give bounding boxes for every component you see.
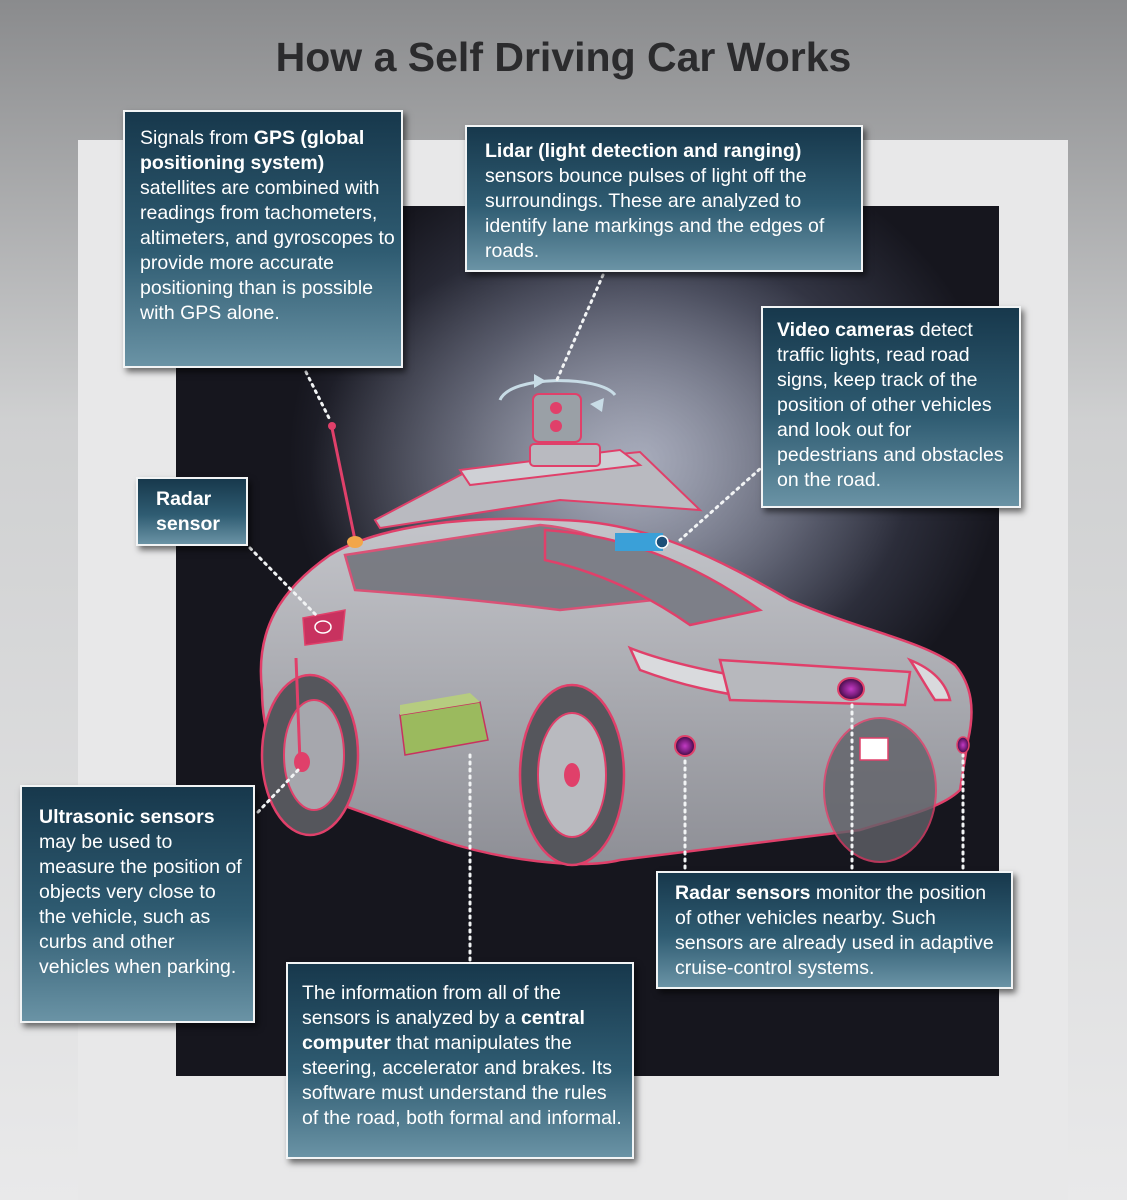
ultrasonic-sensor — [294, 657, 310, 772]
rear-wheel — [260, 673, 360, 837]
gps-text-bold: GPS (global positioning system) — [140, 127, 365, 174]
front-wheel — [518, 683, 626, 867]
front-radar-sensors — [674, 677, 970, 757]
computer-text-pre: The information from all of the sensors … — [302, 982, 562, 1029]
radar-sensor-line1: Radar — [156, 488, 212, 510]
computer-text-post: that manipulates the steering, accelerat… — [302, 1032, 622, 1129]
gps-text-post: satellites are combined with readings fr… — [140, 177, 395, 324]
roof-rack — [373, 443, 703, 530]
gps-antenna — [328, 422, 363, 548]
radar-sensor-callout: Radar sensor — [136, 477, 248, 546]
video-camera-callout: Video cameras detect traffic lights, rea… — [761, 306, 1021, 508]
lidar-text-bold: Lidar (light detection and ranging) — [485, 140, 802, 162]
central-computer-callout: The information from all of the sensors … — [286, 962, 634, 1159]
radar-sensors-text-bold: Radar sensors — [675, 882, 811, 904]
radar-sensors-text-post: monitor the position of other vehicles n… — [675, 882, 994, 979]
radar-sensors-callout: Radar sensors monitor the position of ot… — [656, 871, 1013, 989]
central-computer — [399, 693, 489, 756]
gps-text-pre: Signals from — [140, 127, 254, 149]
lidar-callout: Lidar (light detection and ranging) sens… — [465, 125, 863, 272]
computer-text-bold: central computer — [302, 1007, 585, 1054]
ultrasonic-text-post: may be used to measure the position of o… — [39, 831, 242, 978]
side-radar-sensor — [302, 609, 346, 646]
video-text-post: detect traffic lights, read road signs, … — [777, 319, 1004, 491]
radar-sensor-line2: sensor — [156, 513, 220, 535]
lidar-text-post: sensors bounce pulses of light off the s… — [485, 165, 825, 262]
leader-lines — [248, 273, 965, 962]
license-plate — [859, 737, 889, 761]
car-body — [259, 517, 973, 866]
gps-callout: Signals from GPS (global positioning sys… — [123, 110, 403, 368]
ultrasonic-text-bold: Ultrasonic sensors — [39, 806, 215, 828]
lidar-sensor — [498, 374, 617, 443]
video-camera — [615, 533, 669, 551]
ultrasonic-callout: Ultrasonic sensors may be used to measur… — [20, 785, 255, 1023]
page-title: How a Self Driving Car Works — [275, 34, 852, 80]
video-text-bold: Video cameras — [777, 319, 915, 341]
